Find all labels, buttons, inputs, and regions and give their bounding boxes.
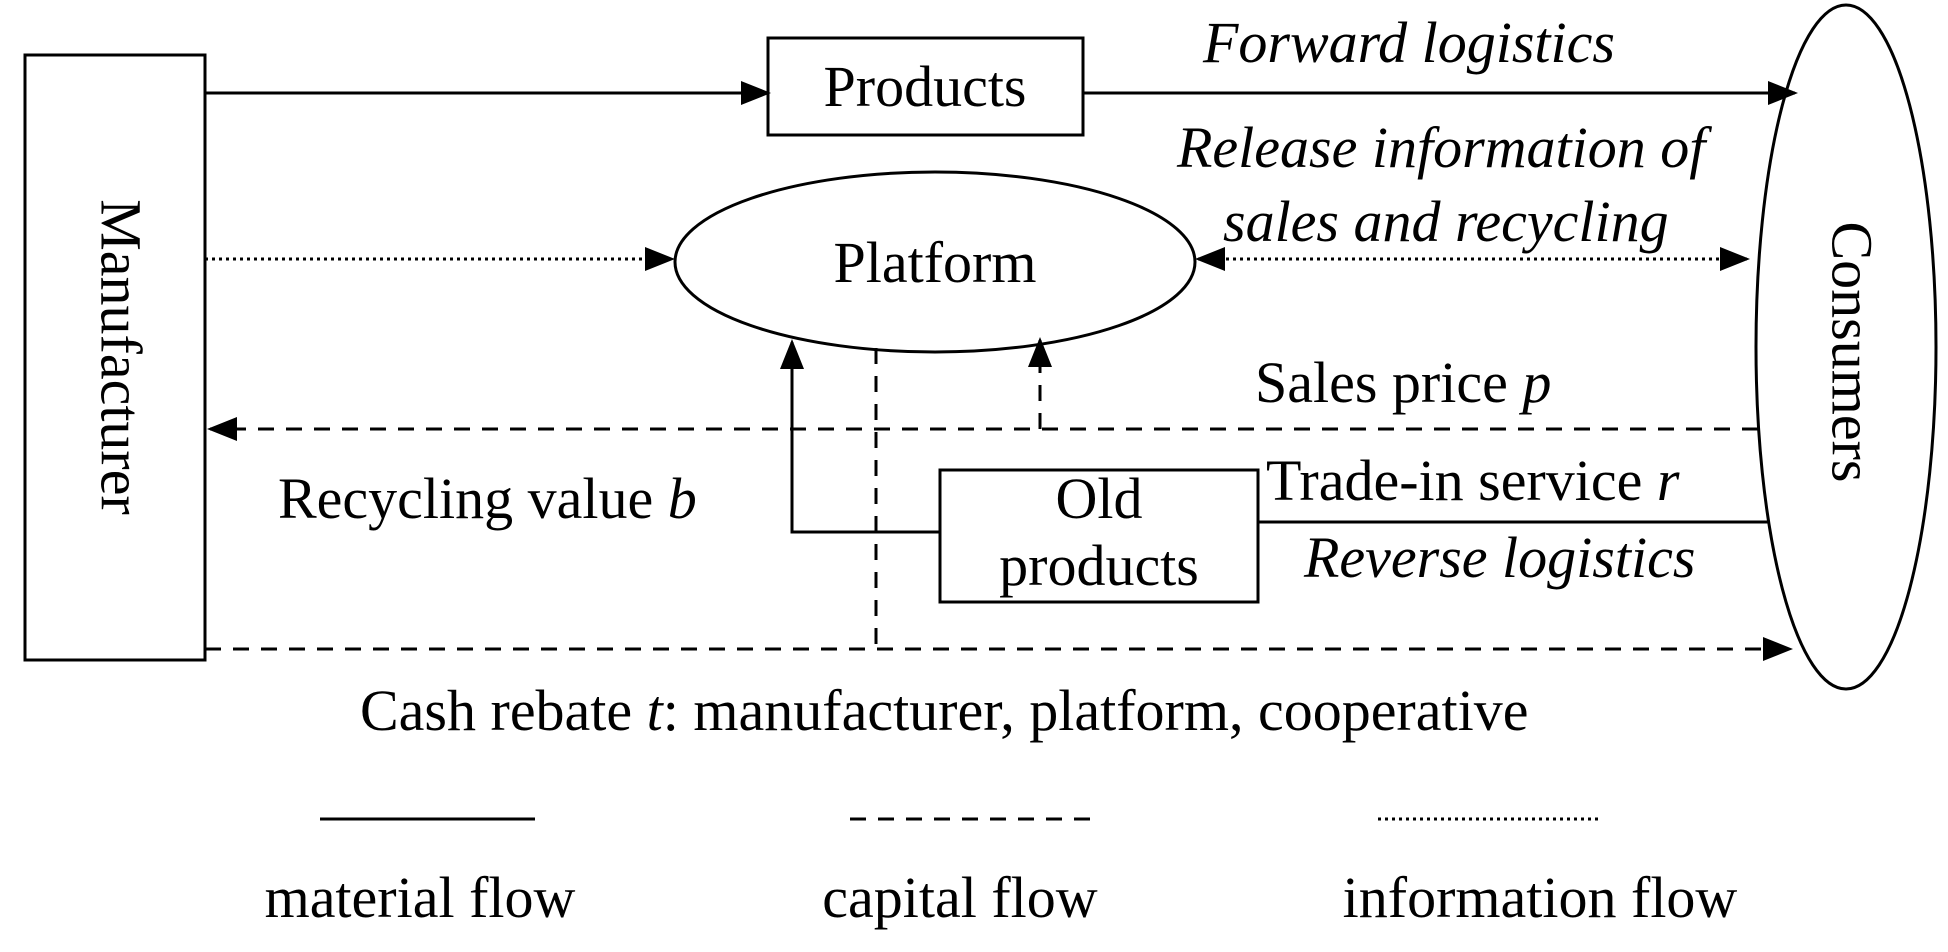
consumers-label: Consumers: [1820, 222, 1885, 483]
consumers-node: Consumers: [1754, 3, 1938, 691]
old-products-node: Old products: [938, 466, 1260, 604]
products-label: Products: [824, 54, 1027, 119]
manufacturer-node: Manufacturer: [23, 53, 207, 662]
legend-material-label: material flow: [265, 865, 576, 930]
old-products-label-line1: Old: [1056, 466, 1143, 531]
cash-rebate-label: Cash rebate t: manufacturer, platform, c…: [360, 678, 1528, 743]
release-info-label-line2: sales and recycling: [1223, 189, 1669, 254]
sales-price-label: Sales price p: [1255, 350, 1551, 415]
manufacturer-label: Manufacturer: [89, 199, 154, 515]
legend-information-label: information flow: [1343, 865, 1738, 930]
legend: material flow capital flow information f…: [265, 817, 1738, 930]
products-node: Products: [766, 36, 1085, 137]
reverse-logistics-label: Reverse logistics: [1303, 525, 1695, 590]
forward-logistics-label: Forward logistics: [1202, 10, 1615, 75]
old-products-label-line2: products: [999, 533, 1199, 598]
platform-label: Platform: [834, 230, 1037, 295]
trade-in-service-label: Trade-in service r: [1266, 448, 1680, 513]
legend-capital-label: capital flow: [822, 865, 1098, 930]
release-info-label-line1: Release information of: [1176, 115, 1712, 180]
recycling-value-label: Recycling value b: [278, 466, 697, 531]
old-products-to-platform-arrow: [780, 339, 940, 534]
platform-node: Platform: [673, 170, 1197, 354]
